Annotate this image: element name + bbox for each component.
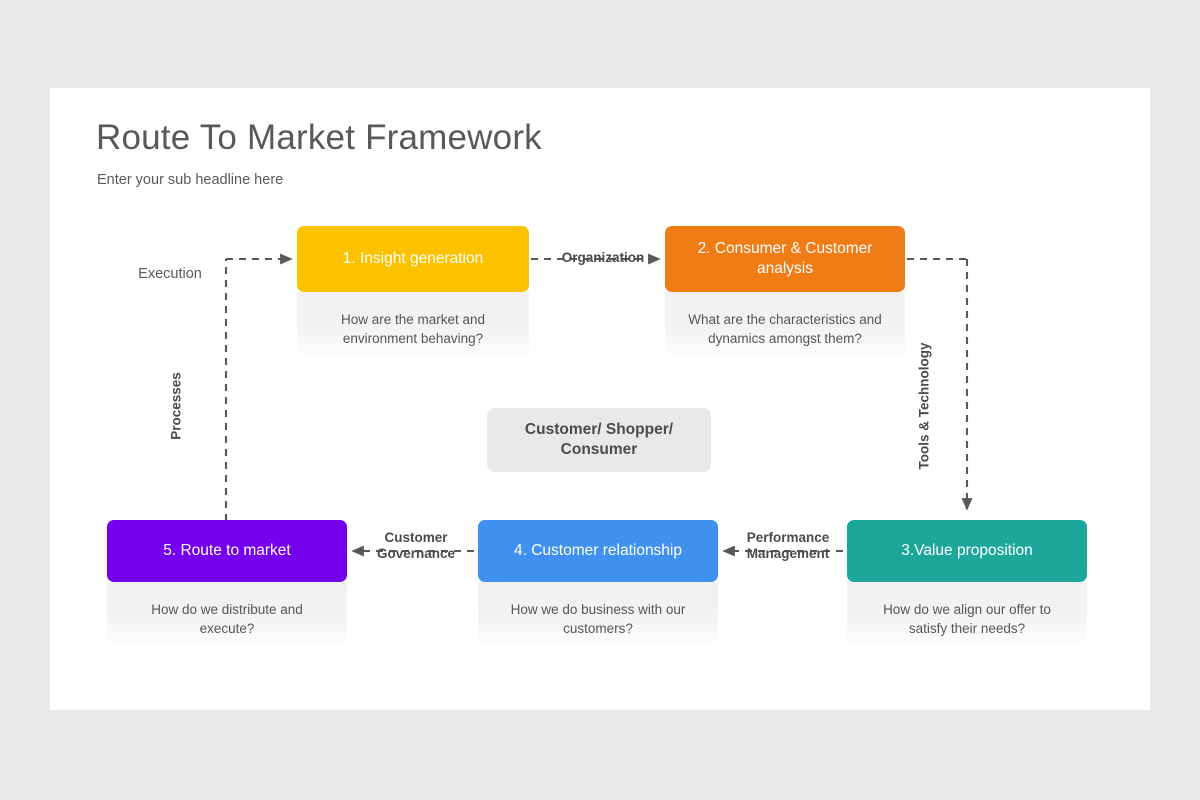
card-insight-generation[interactable]: 1. Insight generation How are the market… xyxy=(297,226,529,360)
card-header: 5. Route to market xyxy=(107,520,347,582)
card-body: How are the market and environment behav… xyxy=(297,292,529,360)
center-customer-shopper-consumer: Customer/ Shopper/ Consumer xyxy=(487,408,711,472)
connector-lines xyxy=(224,253,973,560)
card-title: 4. Customer relationship xyxy=(514,541,682,559)
card-header: 4. Customer relationship xyxy=(478,520,718,582)
card-body: How do we align our offer to satisfy the… xyxy=(847,582,1087,648)
page-subtitle: Enter your sub headline here xyxy=(97,172,284,188)
card-header: 1. Insight generation xyxy=(297,226,529,292)
card-customer-relationship[interactable]: 4. Customer relationship How we do busin… xyxy=(478,520,718,648)
card-body: How do we distribute and execute? xyxy=(107,582,347,648)
card-title: 2. Consumer & Customer analysis xyxy=(697,239,873,277)
card-header: 3.Value proposition xyxy=(847,520,1087,582)
card-consumer-customer-analysis[interactable]: 2. Consumer & Customer analysis What are… xyxy=(665,226,905,360)
card-body: How we do business with our customers? xyxy=(478,582,718,648)
card-body: What are the characteristics and dynamic… xyxy=(665,292,905,360)
card-value-proposition[interactable]: 3.Value proposition How do we align our … xyxy=(847,520,1087,648)
connector-label-performance-management: Performance Management xyxy=(746,530,830,562)
card-title: 1. Insight generation xyxy=(342,249,484,267)
page-title: Route To Market Framework xyxy=(96,118,542,157)
card-title: 5. Route to market xyxy=(163,541,291,559)
card-title: 3.Value proposition xyxy=(901,541,1033,559)
connector-label-tools-technology: Tools & Technology xyxy=(916,342,932,470)
connector-label-execution: Execution xyxy=(138,266,202,282)
slide-canvas: Route To Market Framework Enter your sub… xyxy=(50,88,1150,710)
connector-label-customer-governance: Customer Governance xyxy=(376,530,456,562)
connector-label-organization: Organization xyxy=(561,250,645,265)
center-label: Customer/ Shopper/ Consumer xyxy=(524,420,674,458)
card-route-to-market[interactable]: 5. Route to market How do we distribute … xyxy=(107,520,347,648)
connector-label-processes: Processes xyxy=(168,372,184,440)
card-header: 2. Consumer & Customer analysis xyxy=(665,226,905,292)
